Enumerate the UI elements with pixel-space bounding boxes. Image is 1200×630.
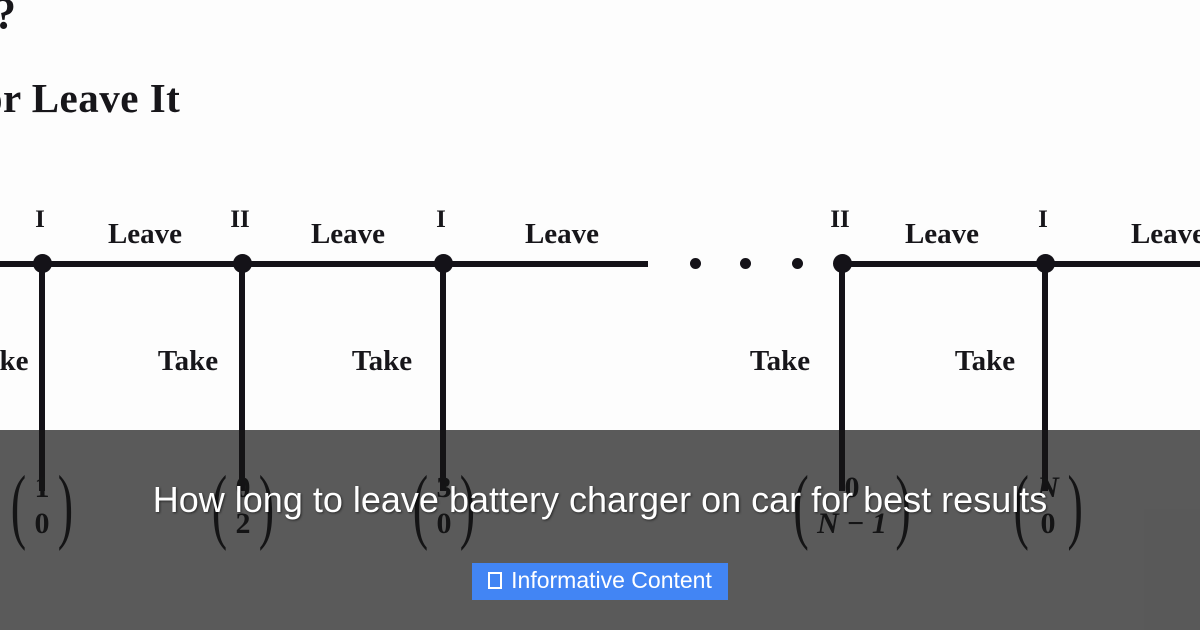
take-branch [239,261,245,491]
take-branch [39,261,45,491]
leave-label: Leave [107,218,183,250]
take-label: Take [954,345,1016,377]
ellipsis-dot [740,258,751,269]
game-tree-spine-right [842,261,1200,267]
take-branch [1042,261,1048,491]
leave-label: Leave [904,218,980,250]
ellipsis-dot [792,258,803,269]
status-badge: Informative Content [472,563,728,600]
page-heading: or Leave It [0,75,181,121]
take-label: Take [749,345,811,377]
leave-label: Leave [310,218,386,250]
player-label: II [830,206,850,233]
take-branch [839,261,845,491]
badge-row: Informative Content [0,563,1200,600]
leave-label: Leave [1130,218,1200,250]
overlay-band [0,430,1200,630]
page-heading-fragment: ? [0,0,16,32]
player-label: II [230,206,250,233]
player-label: I [35,206,45,233]
take-label: ke [0,345,29,377]
ellipsis-dot [690,258,701,269]
take-branch [440,261,446,491]
page-title: How long to leave battery charger on car… [152,479,1048,521]
player-label: I [1038,206,1048,233]
take-label: Take [351,345,413,377]
missing-glyph-box-icon [488,572,503,589]
take-label: Take [157,345,219,377]
leave-label: Leave [524,218,600,250]
player-label: I [436,206,446,233]
status-badge-label: Informative Content [511,567,712,593]
game-tree-spine-left [0,261,648,267]
